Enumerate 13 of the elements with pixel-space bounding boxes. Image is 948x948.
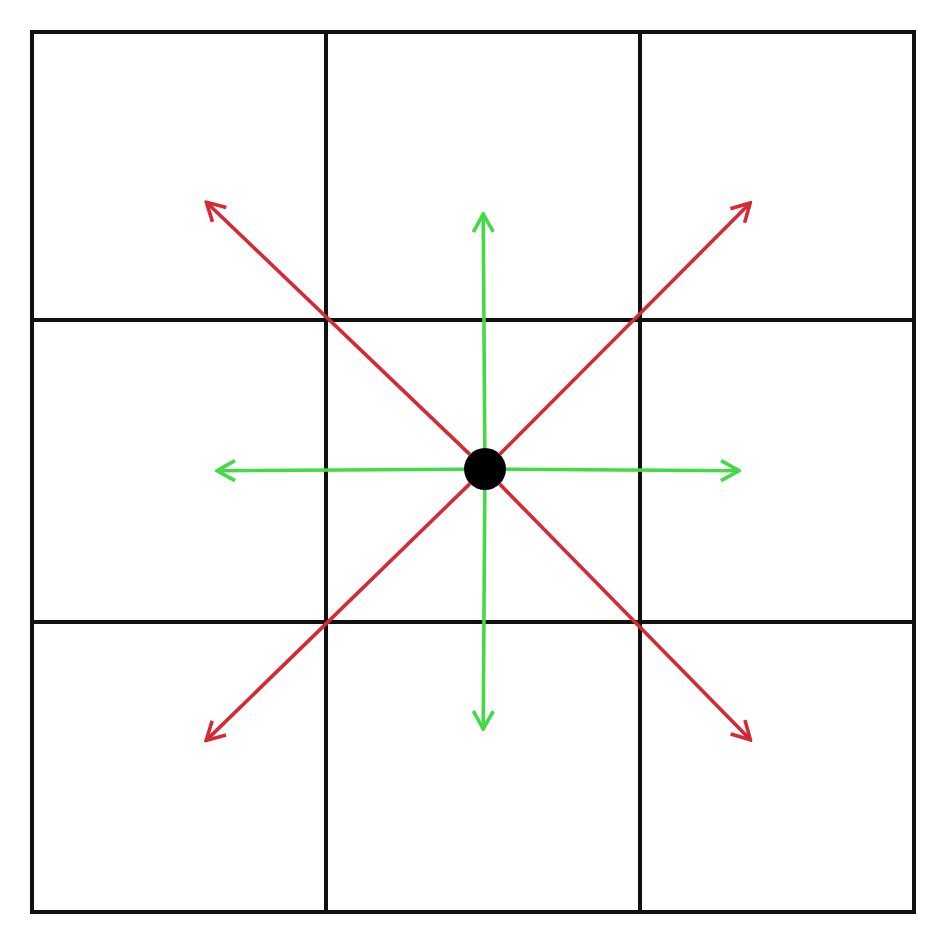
arrow [498,482,753,742]
arrow [506,458,741,483]
arrow [498,201,752,456]
arrow [204,482,472,743]
grid-cell [638,30,916,322]
grid-cell [30,620,328,914]
arrow [471,212,496,448]
arrow [471,490,496,731]
center-dot [464,448,506,490]
arrow [215,458,464,483]
grid-cell [30,30,328,322]
grid-cell [638,620,916,914]
arrow [204,200,472,456]
